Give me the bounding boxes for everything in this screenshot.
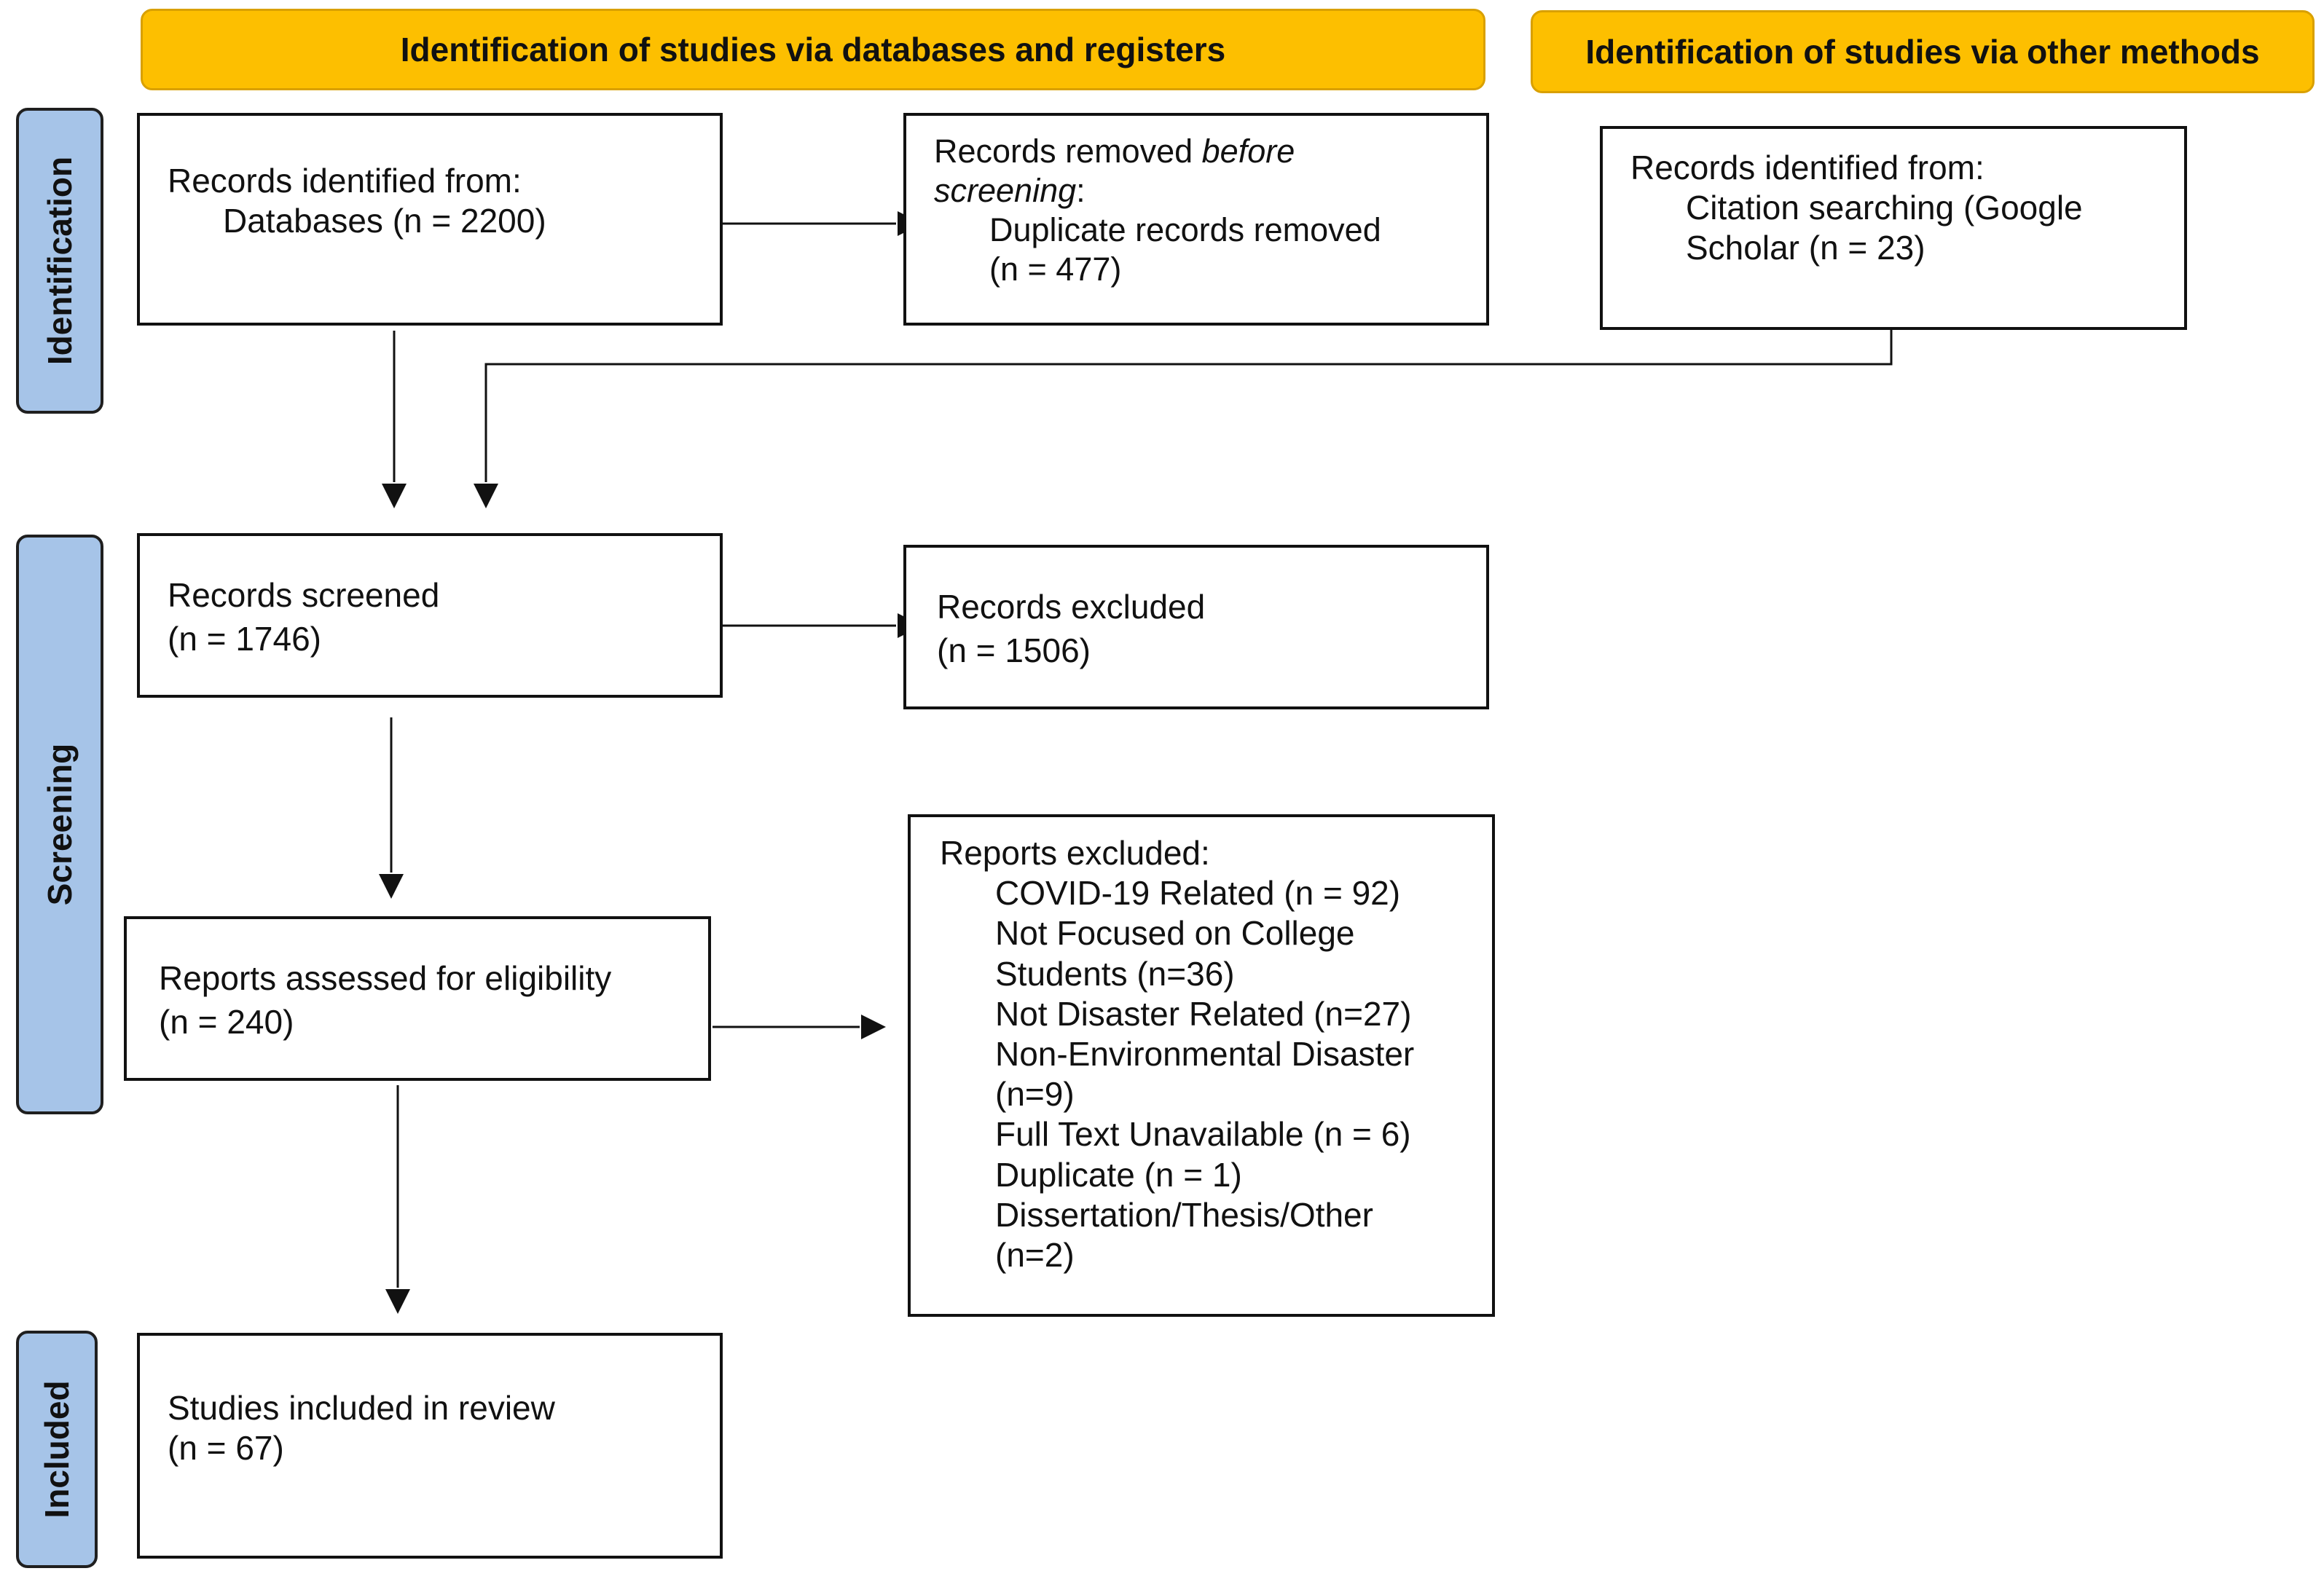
reports-excluded-item: (n=2) bbox=[995, 1235, 1075, 1274]
reports-excluded-item: Full Text Unavailable (n = 6) bbox=[995, 1115, 1411, 1154]
other-records-detail-2: Scholar (n = 23) bbox=[1686, 229, 1925, 267]
db-records-label: Records identified from: bbox=[168, 162, 522, 200]
header-other-methods: Identification of studies via other meth… bbox=[1531, 10, 2315, 93]
arrow-other-to-screened bbox=[484, 329, 1893, 482]
stage-identification: Identification bbox=[16, 108, 103, 414]
reports-excluded-item: Not Disaster Related (n=27) bbox=[995, 994, 1412, 1033]
header-databases: Identification of studies via databases … bbox=[141, 9, 1485, 90]
reports-excluded-item: COVID-19 Related (n = 92) bbox=[995, 874, 1401, 913]
arrowhead bbox=[382, 484, 407, 508]
box-db-records: Records identified from: Databases (n = … bbox=[137, 113, 723, 326]
box-other-records: Records identified from: Citation search… bbox=[1600, 126, 2187, 330]
db-records-detail: Databases (n = 2200) bbox=[223, 202, 546, 240]
reports-excluded-item: Dissertation/Thesis/Other bbox=[995, 1195, 1373, 1234]
arrowhead bbox=[861, 1015, 886, 1039]
box-reports-excluded: Reports excluded: COVID-19 Related (n = … bbox=[908, 814, 1495, 1317]
box-records-screened: Records screened (n = 1746) bbox=[137, 533, 723, 698]
removed-heading-1: Records removed before bbox=[934, 133, 1295, 170]
removed-detail-2: (n = 477) bbox=[989, 251, 1122, 288]
reports-excluded-label: Reports excluded: bbox=[940, 834, 1210, 872]
excluded-count: (n = 1506) bbox=[937, 631, 1091, 669]
reports-excluded-item: (n=9) bbox=[995, 1075, 1075, 1114]
box-studies-included: Studies included in review (n = 67) bbox=[137, 1333, 723, 1559]
screened-label: Records screened bbox=[168, 576, 440, 614]
box-records-excluded: Records excluded (n = 1506) bbox=[903, 545, 1489, 709]
included-label: Studies included in review bbox=[168, 1389, 555, 1427]
box-records-removed: Records removed before screening: Duplic… bbox=[903, 113, 1489, 326]
arrowhead bbox=[474, 484, 498, 508]
assessed-count: (n = 240) bbox=[159, 1002, 294, 1041]
reports-excluded-item: Duplicate (n = 1) bbox=[995, 1155, 1242, 1194]
removed-heading-2: screening: bbox=[934, 172, 1086, 209]
reports-excluded-item: Non-Environmental Disaster bbox=[995, 1034, 1415, 1073]
other-records-detail-1: Citation searching (Google bbox=[1686, 189, 2083, 227]
screened-count: (n = 1746) bbox=[168, 619, 321, 658]
removed-detail-1: Duplicate records removed bbox=[989, 211, 1381, 248]
stage-included: Included bbox=[16, 1331, 98, 1568]
reports-excluded-item: Students (n=36) bbox=[995, 954, 1235, 993]
assessed-label: Reports assessed for eligibility bbox=[159, 959, 612, 997]
stage-screening: Screening bbox=[16, 535, 103, 1114]
excluded-label: Records excluded bbox=[937, 588, 1206, 626]
included-count: (n = 67) bbox=[168, 1429, 284, 1468]
reports-excluded-item: Not Focused on College bbox=[995, 914, 1355, 953]
arrowhead bbox=[385, 1289, 410, 1314]
arrowhead bbox=[379, 874, 404, 899]
box-reports-assessed: Reports assessed for eligibility (n = 24… bbox=[124, 916, 711, 1081]
other-records-label: Records identified from: bbox=[1630, 149, 1985, 186]
